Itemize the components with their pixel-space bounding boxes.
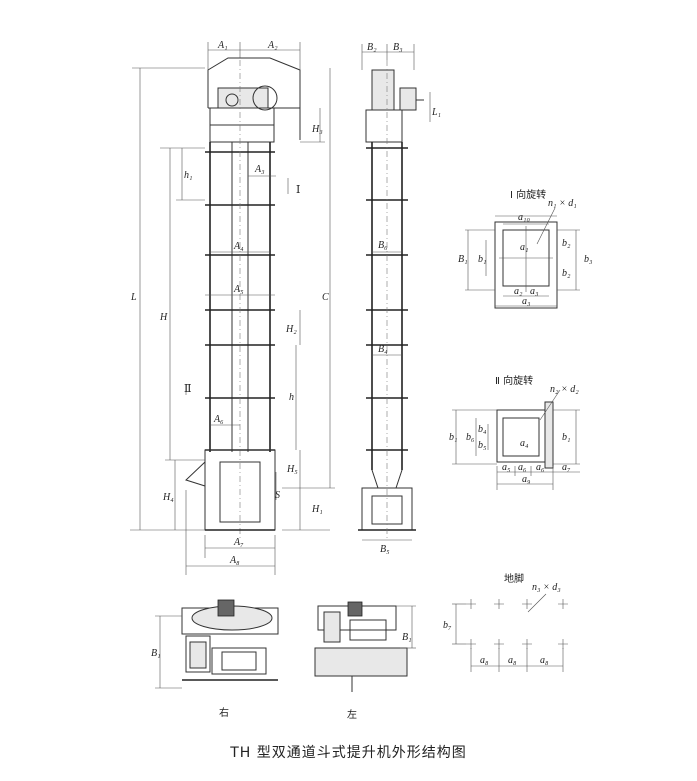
view-II-title: Ⅱ 向旋转 (495, 374, 533, 387)
label-b3: b₃ (584, 254, 593, 265)
side-reducer (399, 87, 417, 111)
view-I-title: Ⅰ 向旋转 (510, 188, 546, 201)
view-I-flange (494, 221, 558, 309)
label-B6: B₆ (378, 240, 388, 251)
label-a10: a₁₀ (518, 212, 530, 223)
label-b6: b₆ (466, 432, 475, 443)
label-mark-I: Ⅰ (296, 184, 300, 196)
label-a9: a₉ (522, 474, 531, 485)
view-I: Ⅰ 向旋转 n₁ × d₁ a₁₀ a₁ B₁ b₁ b₂ b₃ b₂ a₂ a… (458, 188, 593, 309)
label-a6b: a₆ (536, 462, 545, 473)
label-A5: A₅ (233, 284, 244, 295)
label-b2: b₂ (562, 238, 571, 249)
drive-left-title: 左 (347, 708, 357, 721)
front-dimensions (130, 42, 335, 575)
label-A4: A₄ (233, 241, 244, 252)
label-a8-3: a₈ (540, 655, 549, 666)
label-S: S (275, 490, 280, 501)
label-A7: A₇ (233, 537, 244, 548)
label-H: H (159, 312, 168, 323)
label-L: L (130, 292, 137, 303)
label-B4: B₄ (378, 344, 388, 355)
label-a4: a₄ (520, 438, 529, 449)
label-a6: a₆ (518, 462, 527, 473)
label-A3: A₃ (254, 164, 265, 175)
front-view: A₁ A₂ H₃ h₁ A₃ Ⅰ A₄ A₅ L H C H₂ Ⅱ h A₆ H… (130, 40, 335, 575)
label-mark-II: Ⅱ (184, 383, 191, 395)
label-A6: A₆ (213, 414, 224, 425)
label-a5: a₅ (502, 462, 511, 473)
label-h: h (289, 392, 294, 403)
elevator-casing (205, 60, 275, 540)
view-II: Ⅱ 向旋转 n₂ × d₂ b₁ b₆ b₄ b₅ a₄ b₁ a₅ a₆ a₆… (449, 374, 580, 490)
label-n2d2: n₂ × d₂ (550, 384, 579, 395)
label-a7: a₇ (562, 462, 571, 473)
label-H2: H₂ (285, 324, 297, 335)
label-n3d3: n₃ × d₃ (532, 582, 561, 593)
drive-right-title: 右 (219, 706, 229, 719)
head-housing (207, 57, 301, 140)
label-b5: b₅ (478, 440, 487, 451)
label-C: C (322, 292, 329, 303)
label-H1: H₁ (311, 504, 323, 515)
drive-left-pulley (314, 647, 408, 677)
label-L1: L₁ (431, 107, 441, 118)
label-B1-right: B₁ (151, 648, 161, 659)
label-b1-II: b₁ (449, 432, 457, 443)
anchor-holes (466, 599, 568, 649)
label-b7: b₇ (443, 620, 452, 631)
label-B2: B₂ (367, 42, 377, 53)
label-b1-II-right: b₁ (562, 432, 570, 443)
label-H3: H₃ (311, 124, 323, 135)
label-b4: b₄ (478, 424, 487, 435)
label-a3: a₃ (530, 286, 539, 297)
elevator-boot (185, 449, 276, 531)
label-a2: a₂ (514, 286, 523, 297)
foundation-plan: 地脚 n₃ × d₃ b₇ a₈ a₈ a₈ (443, 572, 568, 672)
foundation-title: 地脚 (504, 572, 524, 585)
drive-left-view: B₁ 左 (314, 601, 416, 721)
side-view: B₂ B₃ L₁ B₆ B₄ B₅ (358, 42, 441, 555)
label-H5: H₅ (286, 464, 298, 475)
label-A2: A₂ (267, 40, 278, 51)
drive-right-view: B₁ 右 (151, 599, 279, 719)
label-b1-I: b₁ (478, 254, 486, 265)
label-b2b: b₂ (562, 268, 571, 279)
label-B5: B₅ (380, 544, 390, 555)
label-H4: H₄ (162, 492, 174, 503)
label-a8-2: a₈ (508, 655, 517, 666)
head-drive-motor (217, 87, 269, 109)
label-B1-I: B₁ (458, 254, 468, 265)
label-B1-left: B₁ (402, 632, 412, 643)
label-a3b: a₃ (522, 296, 531, 307)
side-motor (371, 69, 395, 111)
figure-caption: TH 型双通道斗式提升机外形结构图 (230, 745, 467, 761)
label-B3: B₃ (393, 42, 403, 53)
label-n1d1: n₁ × d₁ (548, 198, 577, 209)
label-A1: A₁ (217, 40, 228, 51)
label-A8: A₈ (229, 555, 240, 566)
label-a1: a₁ (520, 242, 528, 253)
label-h1: h₁ (184, 170, 192, 181)
label-a8-1: a₈ (480, 655, 489, 666)
